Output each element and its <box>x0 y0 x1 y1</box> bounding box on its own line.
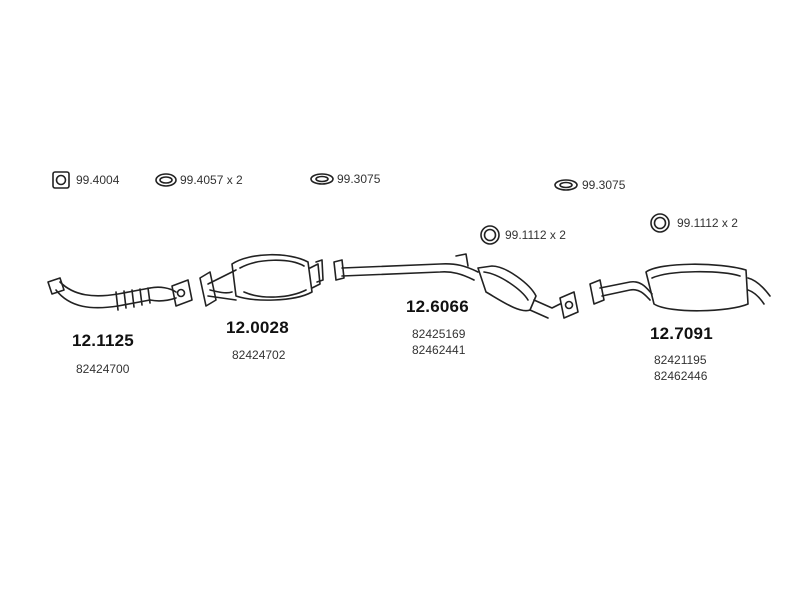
front-pipe-drawing <box>47 277 193 311</box>
accessory-label-gasket-square: 99.4004 <box>76 173 120 187</box>
part-ref-middle-silencer-1: 82425169 <box>412 327 466 341</box>
rubber-hanger-icon <box>310 173 334 185</box>
ring-gasket-icon <box>480 225 500 245</box>
middle-silencer-drawing <box>333 253 579 319</box>
part-number-middle-silencer: 12.6066 <box>406 297 469 316</box>
ring-gasket-icon <box>650 213 670 233</box>
accessory-label-ring-rear: 99.1112 x 2 <box>677 216 738 230</box>
part-ref-catalyst: 82424702 <box>232 348 286 362</box>
part-ref-middle-silencer-2: 82462441 <box>412 343 466 357</box>
part-ref-rear-silencer-1: 82421195 <box>654 353 707 367</box>
rubber-hanger-icon <box>554 179 578 191</box>
part-ref-rear-silencer-2: 82462446 <box>654 369 708 383</box>
part-number-front-pipe: 12.1125 <box>72 331 134 350</box>
accessory-label-ring-mid: 99.1112 x 2 <box>505 228 566 242</box>
part-number-catalyst: 12.0028 <box>226 318 289 337</box>
catalytic-converter-drawing <box>199 253 324 307</box>
accessory-label-hanger-top: 99.3075 <box>337 172 381 186</box>
part-ref-front-pipe: 82424700 <box>76 362 130 376</box>
rear-silencer-drawing <box>589 263 771 312</box>
square-gasket-icon <box>52 171 70 189</box>
accessory-label-hanger-mid: 99.3075 <box>582 178 626 192</box>
accessory-label-gasket-oval: 99.4057 x 2 <box>180 173 243 187</box>
oval-gasket-icon <box>155 173 177 187</box>
part-number-rear-silencer: 12.7091 <box>650 324 713 343</box>
